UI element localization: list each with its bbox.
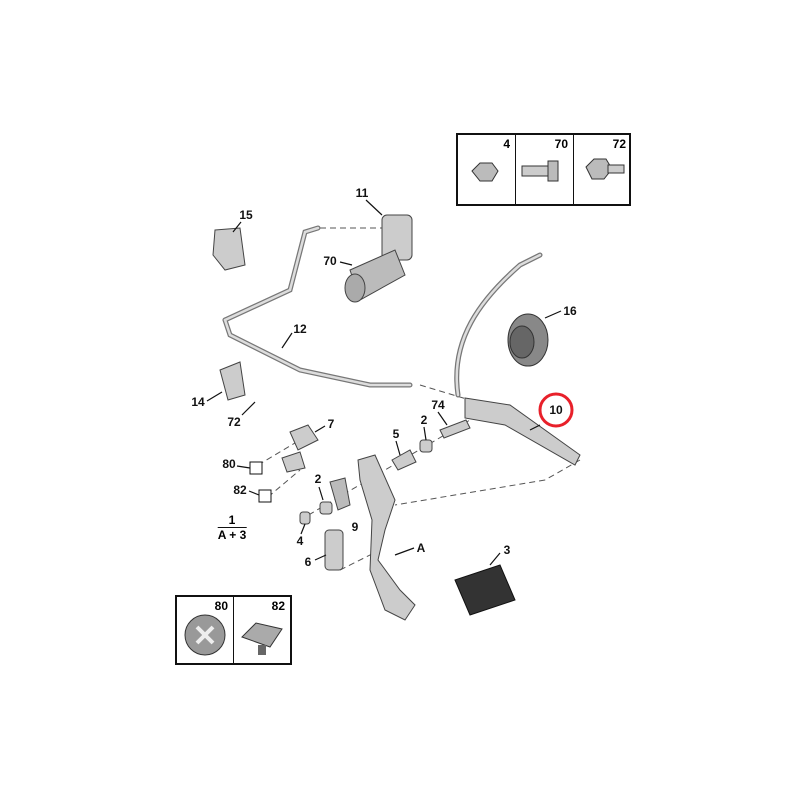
label-part-6[interactable]: 6	[304, 555, 312, 569]
label-part-5[interactable]: 5	[392, 427, 400, 441]
label-part-80[interactable]: 80	[222, 457, 236, 471]
part-3-pedal-pad	[454, 564, 516, 616]
label-part-16[interactable]: 16	[563, 304, 577, 318]
part-A-pedal-arm	[357, 454, 416, 621]
part-4-nut	[299, 511, 311, 525]
assembly-note-numerator: 1	[217, 513, 247, 528]
label-part-72[interactable]: 72	[227, 415, 241, 429]
part-5-spacer	[391, 449, 417, 471]
label-part-7[interactable]: 7	[327, 417, 335, 431]
flange-bolt-icon	[585, 158, 625, 180]
assembly-note: 1 A + 3	[217, 513, 247, 542]
label-part-A[interactable]: A	[416, 541, 426, 555]
assembly-note-denominator: A + 3	[217, 528, 247, 542]
label-part-12[interactable]: 12	[293, 322, 307, 336]
label-part-2[interactable]: 2	[420, 413, 428, 427]
flange-nut-icon	[471, 162, 499, 182]
legend-cell-70[interactable]: 70	[515, 135, 573, 204]
legend-cell-4[interactable]: 4	[458, 135, 515, 204]
label-part-10-highlighted[interactable]: 10	[549, 403, 563, 417]
bottom-legend-box: 80 82	[175, 595, 292, 665]
label-part-82[interactable]: 82	[233, 483, 247, 497]
label-part-70[interactable]: 70	[323, 254, 337, 268]
highlight-circle	[538, 392, 574, 428]
part-6-spring	[324, 529, 344, 571]
label-part-4[interactable]: 4	[296, 534, 304, 548]
part-11-reservoir	[344, 214, 413, 303]
label-part-74[interactable]: 74	[431, 398, 445, 412]
part-2-bush	[319, 439, 433, 515]
part-15-bracket	[212, 227, 246, 271]
label-part-9[interactable]: 9	[351, 520, 359, 534]
legend-cell-82[interactable]: 82	[233, 597, 290, 663]
legend-cell-72[interactable]: 72	[573, 135, 631, 204]
label-part-11[interactable]: 11	[355, 186, 369, 200]
part-14-clip	[219, 361, 246, 401]
bolt-icon	[521, 160, 559, 182]
part-7-switch	[281, 424, 319, 473]
label-part-14[interactable]: 14	[191, 395, 205, 409]
label-part-15[interactable]: 15	[239, 208, 253, 222]
retaining-clip-icon	[184, 614, 226, 656]
part-74-bolt	[439, 419, 471, 439]
part-16-grommet	[507, 313, 549, 367]
label-part-3[interactable]: 3	[503, 543, 511, 557]
part-10-master-cylinder	[464, 397, 581, 466]
top-legend-box: 4 70 72	[456, 133, 631, 206]
switch-clip-icon	[241, 622, 283, 655]
part-9-cam	[329, 477, 351, 511]
legend-cell-80[interactable]: 80	[177, 597, 233, 663]
label-part-2[interactable]: 2	[314, 472, 322, 486]
